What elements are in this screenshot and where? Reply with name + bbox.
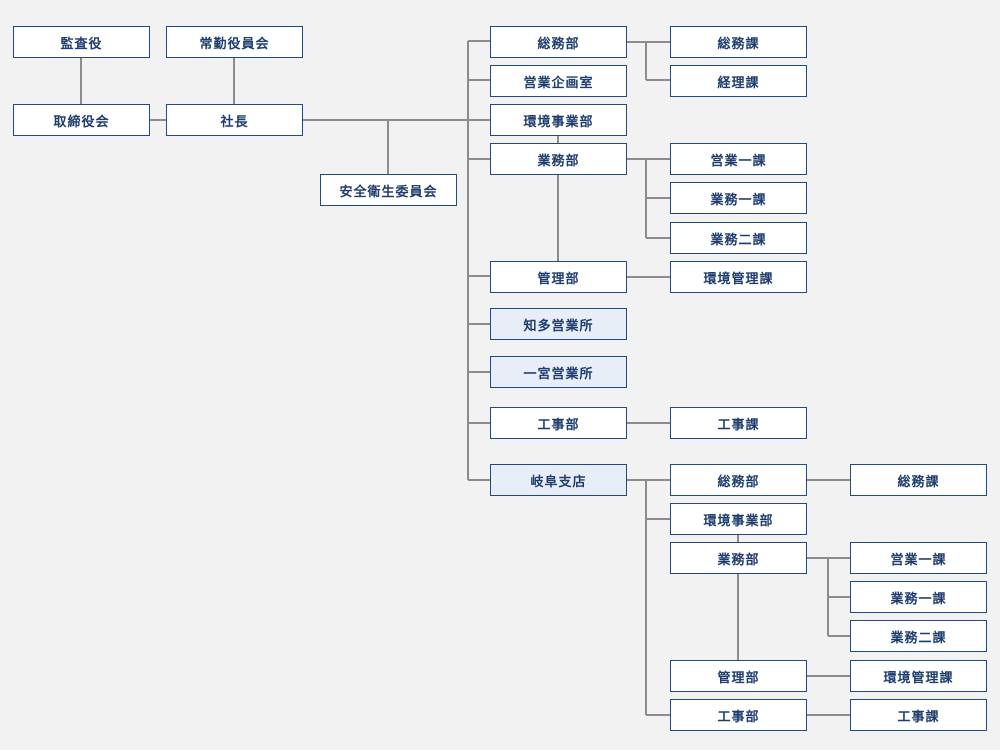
node-gyomu-bu: 業務部 (490, 143, 627, 175)
node-kankyo-jigyobu: 環境事業部 (490, 104, 627, 136)
node-gyomu-ikka: 業務一課 (670, 182, 807, 214)
node-eigyo-ikka: 営業一課 (670, 143, 807, 175)
node-gifu-eigyo-ikka: 営業一課 (850, 542, 987, 574)
node-jokin-yakuinkai: 常勤役員会 (166, 26, 303, 58)
node-gifu-shiten: 岐阜支店 (490, 464, 627, 496)
node-anzen-eisei-iinkai: 安全衛生委員会 (320, 174, 457, 206)
node-ichinomiya-eigyosho: 一宮営業所 (490, 356, 627, 388)
node-gifu-kankyo-jigyobu: 環境事業部 (670, 503, 807, 535)
node-shacho: 社長 (166, 104, 303, 136)
node-gifu-kanri-bu: 管理部 (670, 660, 807, 692)
node-koji-bu: 工事部 (490, 407, 627, 439)
node-gifu-gyomu-ikka: 業務一課 (850, 581, 987, 613)
node-gifu-somu-ka: 総務課 (850, 464, 987, 496)
node-gyomu-nika: 業務二課 (670, 222, 807, 254)
node-chita-eigyosho: 知多営業所 (490, 308, 627, 340)
node-torishimariyakukai: 取締役会 (13, 104, 150, 136)
node-kankyo-kanri-ka: 環境管理課 (670, 261, 807, 293)
node-gifu-kankyo-kanri-ka: 環境管理課 (850, 660, 987, 692)
node-eigyo-kikakushitsu: 営業企画室 (490, 65, 627, 97)
node-gifu-koji-ka: 工事課 (850, 699, 987, 731)
node-gifu-gyomu-bu: 業務部 (670, 542, 807, 574)
node-keiri-ka: 経理課 (670, 65, 807, 97)
node-gifu-gyomu-nika: 業務二課 (850, 620, 987, 652)
node-koji-ka: 工事課 (670, 407, 807, 439)
node-somu-ka: 総務課 (670, 26, 807, 58)
node-gifu-koji-bu: 工事部 (670, 699, 807, 731)
node-somu-bu: 総務部 (490, 26, 627, 58)
node-gifu-somu-bu: 総務部 (670, 464, 807, 496)
node-kansayaku: 監査役 (13, 26, 150, 58)
node-kanri-bu: 管理部 (490, 261, 627, 293)
